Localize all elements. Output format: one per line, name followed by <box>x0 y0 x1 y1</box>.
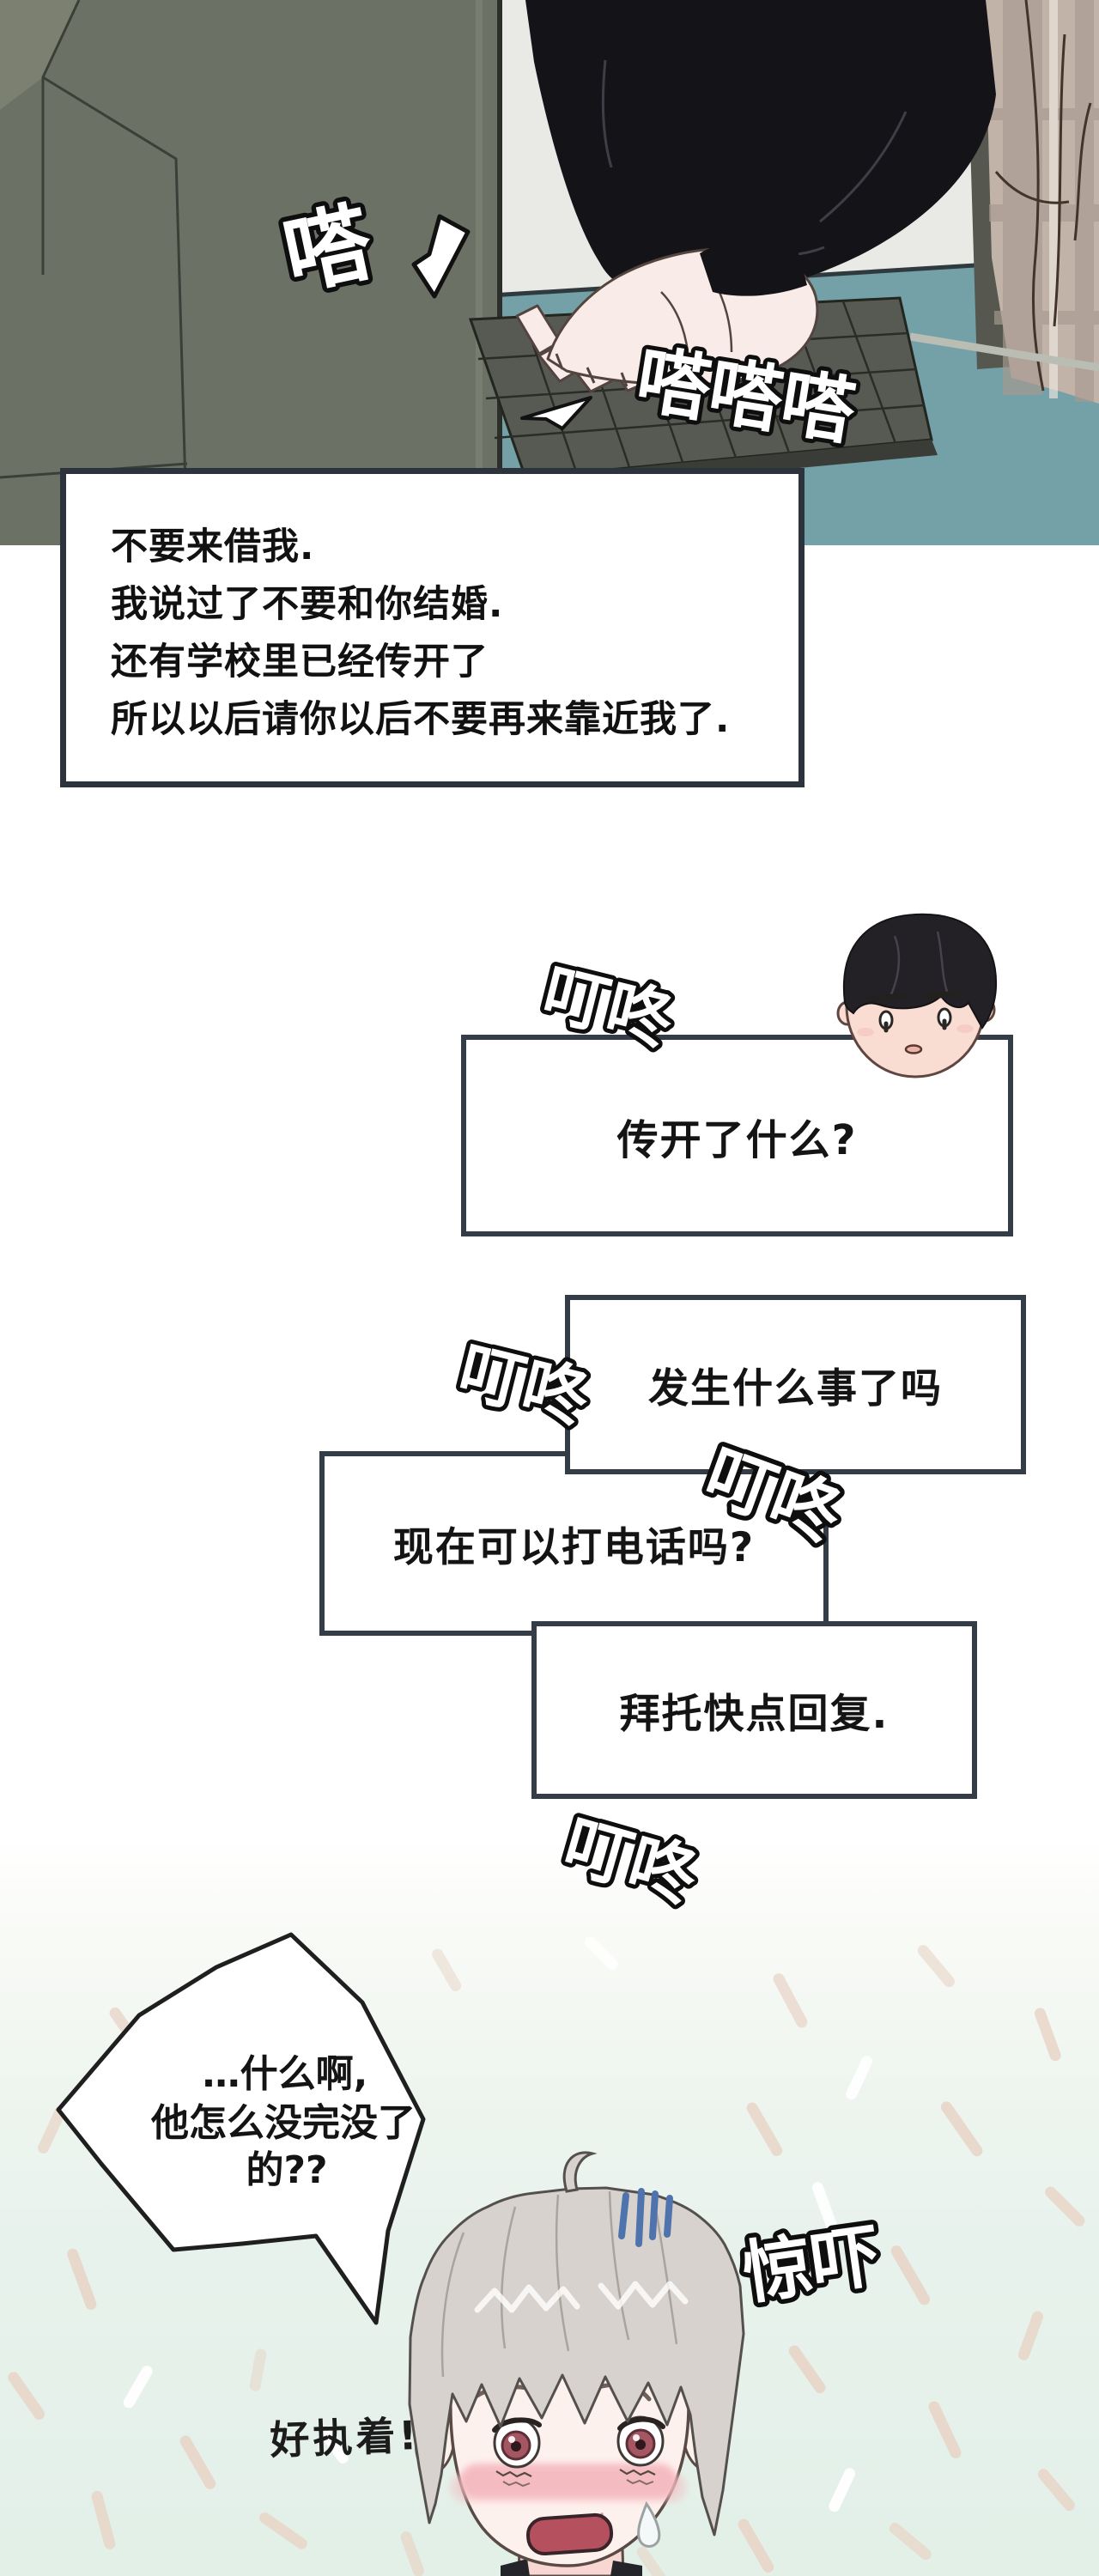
message-box-2: 发生什么事了吗 <box>565 1295 1026 1474</box>
top-panel-art: 嗒 嗒嗒嗒 <box>0 0 1099 545</box>
message-box-1: 传开了什么? <box>461 1035 1013 1236</box>
chibi-hair <box>842 913 998 1030</box>
finger-crease <box>586 367 596 384</box>
monologue-line: 不要来借我. <box>111 526 315 568</box>
message-box-3: 现在可以打电话吗? <box>319 1451 829 1636</box>
plaid-shirt <box>986 0 1099 404</box>
sleeve-cuff <box>700 235 807 296</box>
plaid-stripes <box>987 0 1099 402</box>
chibi-eyebrow <box>926 990 963 999</box>
message-text: 发生什么事了吗 <box>648 1365 943 1413</box>
monologue-line: 我说过了不要和你结婚. <box>111 583 504 626</box>
monologue-line: 所以以后请你以后不要再来靠近我了. <box>111 698 731 741</box>
chibi-hair-strand <box>890 935 901 995</box>
flash-arrow-icon <box>520 396 592 430</box>
finger-crease <box>555 353 564 370</box>
chibi-eye <box>878 1010 894 1030</box>
message-box-4: 拜托快点回复. <box>531 1621 977 1799</box>
plaid-wrinkle-lines <box>994 0 1092 392</box>
chibi-eyebrow <box>867 993 905 1003</box>
monologue-line: 还有学校里已经传开了 <box>111 641 489 683</box>
message-text: 现在可以打电话吗? <box>392 1524 756 1571</box>
chibi-eye <box>937 1007 952 1028</box>
message-text: 传开了什么? <box>616 1115 858 1164</box>
finger-crease <box>620 372 628 387</box>
monitor-bezel-highlight <box>0 0 79 110</box>
chibi-ear <box>974 997 996 1023</box>
hand-tendon <box>660 291 690 361</box>
mint-gradient-background <box>0 1838 1099 2576</box>
sweater <box>513 0 996 301</box>
chibi-hair-strand <box>936 931 950 995</box>
desk-light-strip <box>909 332 1099 372</box>
message-text: 拜托快点回复. <box>619 1691 890 1738</box>
chibi-blush <box>956 1024 974 1033</box>
monologue-box: 不要来借我. 我说过了不要和你结婚. 还有学校里已经传开了 所以以后请你以后不要… <box>60 468 805 787</box>
chibi-ear <box>836 1000 859 1026</box>
flash-mark-icon <box>411 214 471 299</box>
